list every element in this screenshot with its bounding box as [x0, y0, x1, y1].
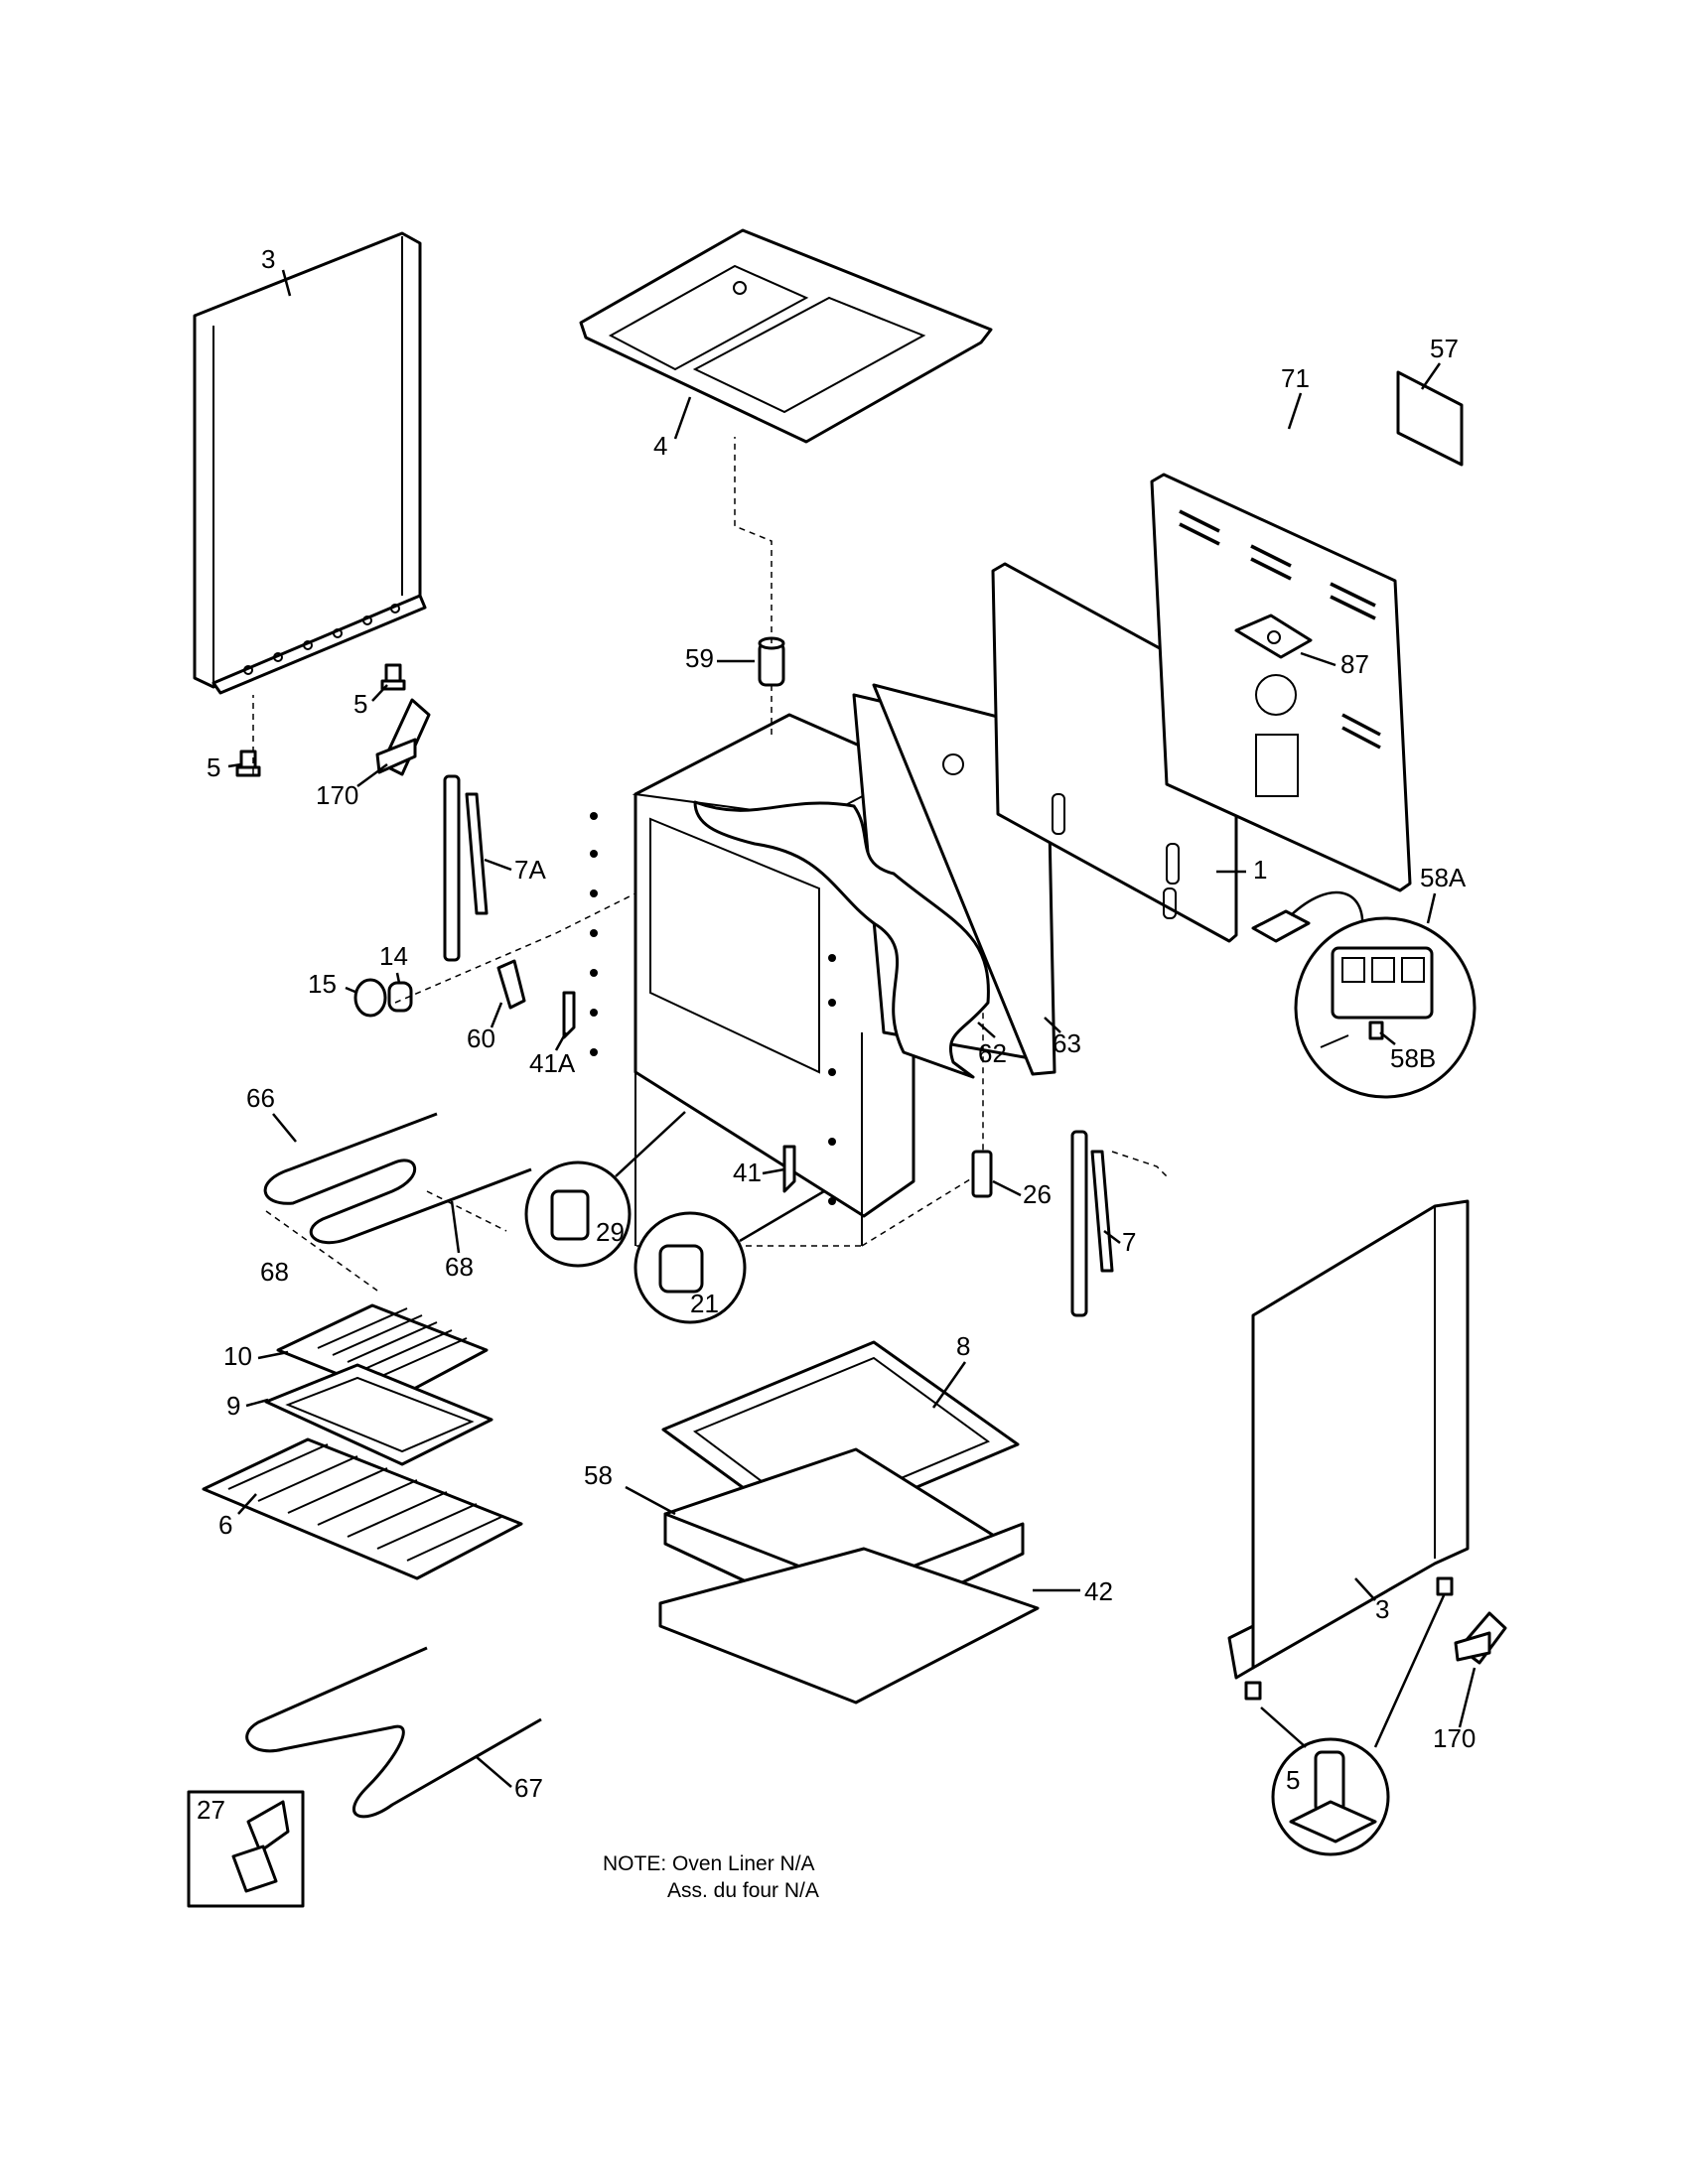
bracket-right [1454, 1611, 1507, 1665]
pin [496, 959, 526, 1010]
label-58a: 62 [978, 1038, 1007, 1068]
bracket-68-left [265, 1210, 378, 1292]
label-42: 42 [1084, 1576, 1113, 1606]
label-3-right: 3 [1375, 1594, 1389, 1624]
clip-21 [633, 1189, 825, 1324]
label-4: 4 [653, 431, 667, 461]
broiler-pan [264, 1363, 493, 1466]
label-21: 21 [690, 1289, 719, 1318]
bake-element [245, 1646, 542, 1819]
leveler-left-a [380, 663, 406, 691]
leveler-detail [1244, 1576, 1454, 1856]
label-9: 9 [226, 1391, 240, 1421]
label-87: 87 [1340, 649, 1369, 679]
insulation-58a [977, 1022, 996, 1038]
side-panel-right [1227, 1199, 1470, 1680]
label-26: 26 [1023, 1179, 1052, 1209]
label-14: 14 [379, 941, 408, 971]
callout-labels: 3 4 57 71 87 59 1 58A 58B 5 5 170 7A 15 … [197, 244, 1476, 1825]
label-41: 41 [733, 1158, 762, 1187]
label-62: 58A [1420, 863, 1467, 892]
plate [1234, 614, 1313, 659]
label-63: 58B [1390, 1043, 1436, 1073]
oven-rack [202, 1437, 523, 1580]
clip-41 [782, 1145, 796, 1193]
label-41a: 41A [529, 1048, 576, 1078]
insulation-58b [1044, 1017, 1061, 1033]
label-58: 58 [584, 1460, 613, 1490]
drawer-bottom [658, 1547, 1040, 1705]
label-10: 10 [223, 1341, 252, 1371]
bracket-68-right [426, 1190, 507, 1232]
side-panel-left [193, 231, 427, 695]
label-1: 1 [1253, 855, 1267, 885]
label-7a: 7A [514, 855, 546, 885]
label-8: 8 [956, 1331, 970, 1361]
assembly-guides [252, 437, 1168, 1177]
label-15: 15 [308, 969, 337, 999]
top-panel [579, 228, 993, 444]
label-5-b: 5 [207, 752, 220, 782]
spacer [758, 636, 785, 687]
label-5-a: 5 [353, 689, 367, 719]
oven-cavity [590, 683, 1056, 1247]
label-71: 71 [1281, 363, 1310, 393]
bracket-left [375, 698, 431, 776]
label-68-left: 68 [260, 1257, 289, 1287]
label-29: 29 [596, 1217, 625, 1247]
clip-26 [971, 1150, 993, 1198]
note-line-2: Ass. du four N/A [667, 1879, 819, 1902]
label-6: 6 [218, 1510, 232, 1540]
label-68-right: 68 [445, 1252, 474, 1282]
lamp-socket [387, 981, 413, 1013]
label-58b: 63 [1053, 1028, 1081, 1058]
label-170-left: 170 [316, 780, 358, 810]
cover-plate [1396, 370, 1464, 467]
clip-29 [524, 1111, 686, 1268]
terminal-block [1251, 890, 1477, 1099]
label-3-left: 3 [261, 244, 275, 274]
screw-63 [1320, 1021, 1384, 1048]
label-5-detail: 5 [1286, 1765, 1300, 1795]
leveler-left-b [235, 750, 261, 777]
label-66: 66 [246, 1083, 275, 1113]
bracket-27 [187, 1790, 305, 1908]
label-59: 59 [685, 643, 714, 673]
rear-panel [1150, 473, 1412, 892]
clip-41a [562, 991, 576, 1039]
label-60: 60 [467, 1024, 495, 1053]
note-line-1: NOTE: Oven Liner N/A [603, 1852, 815, 1875]
label-170-right: 170 [1433, 1723, 1476, 1753]
label-27: 27 [197, 1795, 225, 1825]
label-67: 67 [514, 1773, 543, 1803]
hinge-left [443, 774, 489, 962]
bulb [353, 978, 387, 1018]
label-57: 57 [1430, 334, 1459, 363]
label-7: 7 [1122, 1227, 1136, 1257]
hinge-right [1070, 1130, 1114, 1317]
broil-element [263, 1112, 532, 1245]
